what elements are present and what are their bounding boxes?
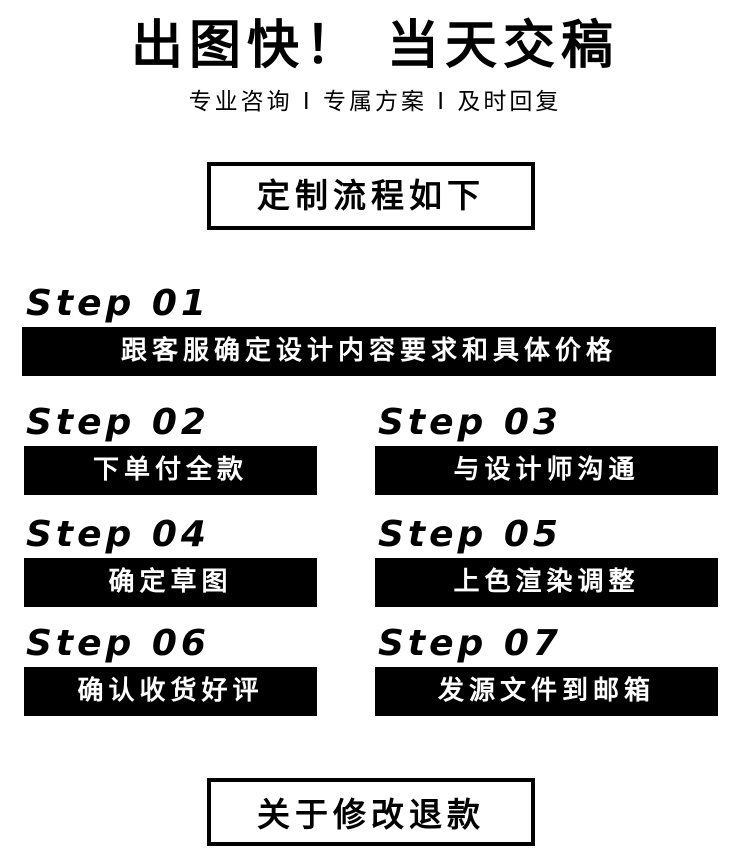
step-04-label: Step 04 [26, 514, 210, 555]
step-05-bar: 上色渲染调整 [375, 558, 718, 607]
step-01-bar: 跟客服确定设计内容要求和具体价格 [22, 327, 716, 376]
step-06-label: Step 06 [26, 623, 210, 664]
step-06-bar: 确认收货好评 [24, 667, 317, 716]
step-07-label: Step 07 [378, 623, 562, 664]
step-05-label: Step 05 [378, 514, 562, 555]
step-02-label: Step 02 [26, 402, 210, 443]
step-02-bar: 下单付全款 [24, 446, 317, 495]
step-07-bar: 发源文件到邮箱 [375, 667, 718, 716]
step-03-label: Step 03 [378, 402, 562, 443]
refund-policy-box: 关于修改退款 [207, 778, 535, 846]
step-03-bar: 与设计师沟通 [375, 446, 718, 495]
process-title-box: 定制流程如下 [207, 162, 535, 230]
subheadline: 专业咨询 I 专属方案 I 及时回复 [188, 89, 562, 115]
headline: 出图快！ 当天交稿 [130, 16, 620, 76]
step-04-bar: 确定草图 [24, 558, 317, 607]
step-01-label: Step 01 [26, 283, 210, 324]
